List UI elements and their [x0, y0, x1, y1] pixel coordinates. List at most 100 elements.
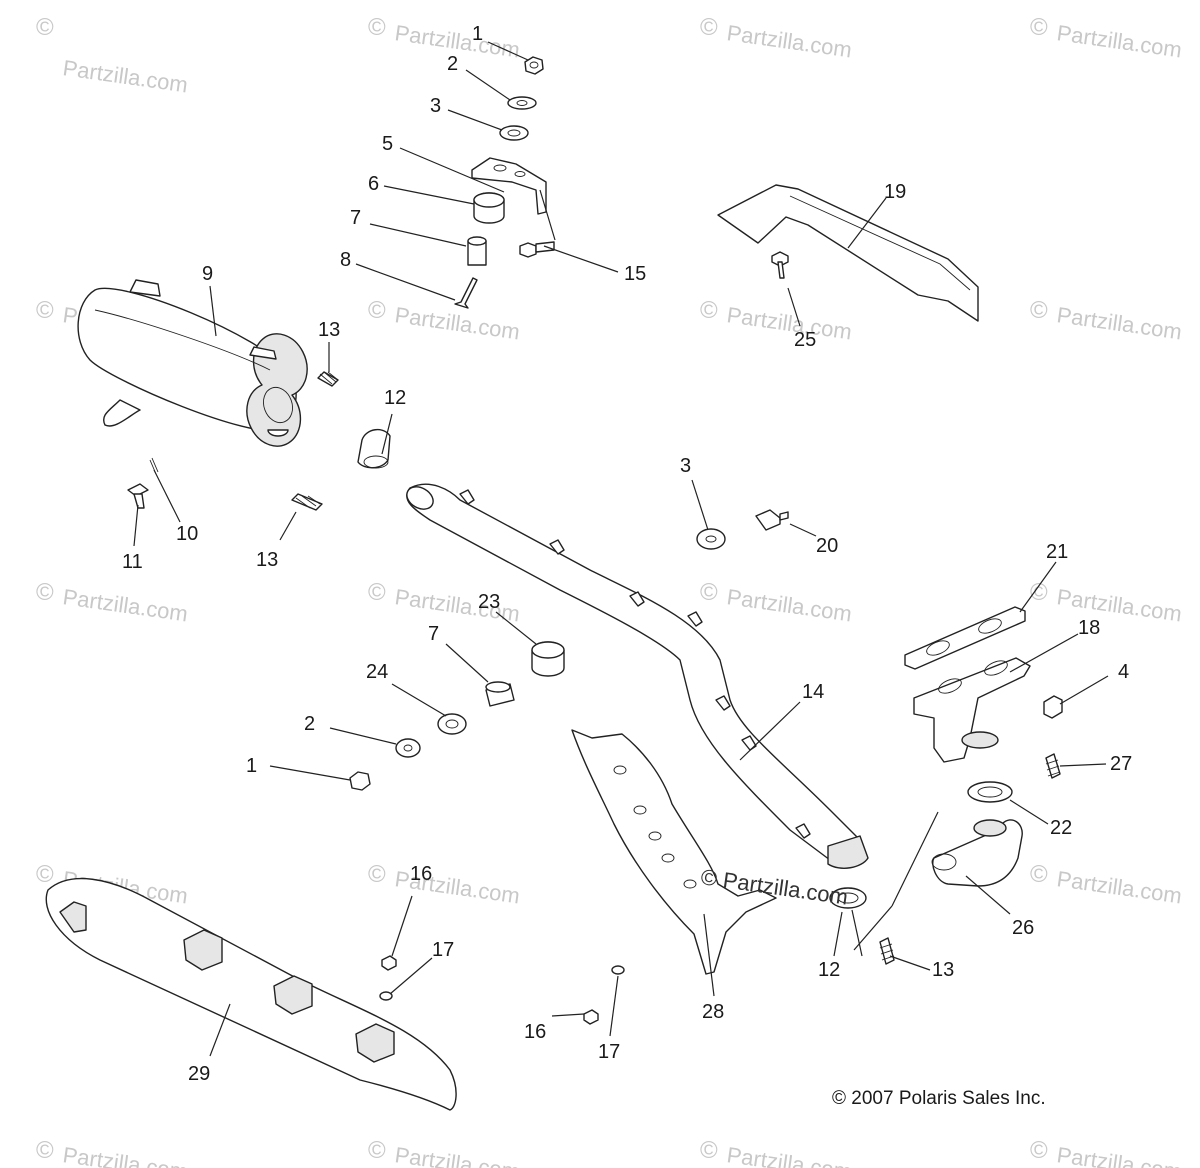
part-heat-shield-lower[interactable]: [45, 877, 457, 1111]
svg-text:©: ©: [368, 579, 386, 606]
callout-label: 27: [1110, 753, 1132, 775]
callout-label: 25: [794, 329, 816, 351]
part-spacer-lower[interactable]: [485, 681, 515, 707]
callout-label: 13: [932, 959, 954, 981]
part-head-pipe[interactable]: [403, 482, 869, 869]
part-grommet-top[interactable]: [499, 125, 529, 141]
svg-text:Partzilla.com: Partzilla.com: [725, 20, 853, 62]
part-spring-lower-right[interactable]: [879, 937, 895, 965]
part-gasket[interactable]: [904, 606, 1026, 670]
svg-text:©: ©: [36, 861, 54, 888]
svg-text:Partzilla.com: Partzilla.com: [61, 1142, 189, 1168]
callout-label: 15: [624, 263, 646, 285]
svg-text:©: ©: [1030, 14, 1048, 41]
callout-label: 17: [432, 939, 454, 961]
callout-label: 12: [384, 387, 406, 409]
svg-text:©: ©: [36, 1137, 54, 1164]
part-bolt-top[interactable]: [454, 277, 478, 309]
callout-label: 1: [246, 755, 257, 777]
part-bolt-mid[interactable]: [755, 509, 789, 531]
callout-labels: 1 2 3 5 6 7 8 15 9 13 12 10 11 13 3 20 1…: [122, 23, 1132, 1085]
part-spring-right[interactable]: [1045, 753, 1061, 779]
part-exhaust-manifold[interactable]: [913, 657, 1031, 763]
part-washer-lower[interactable]: [395, 738, 421, 758]
watermark: ©Partzilla.com: [368, 861, 521, 908]
callout-label: 17: [598, 1041, 620, 1063]
callout-label: 28: [702, 1001, 724, 1023]
part-muffler[interactable]: [77, 279, 308, 447]
part-nut-top[interactable]: [524, 56, 544, 75]
callout-label: 7: [350, 207, 361, 229]
part-bolt-shield[interactable]: [771, 251, 789, 279]
part-flange-bolt[interactable]: [519, 241, 555, 258]
callout-label: 9: [202, 263, 213, 285]
part-washer-top[interactable]: [507, 96, 537, 110]
part-bracket[interactable]: [471, 157, 547, 215]
part-stud[interactable]: [1043, 695, 1063, 719]
part-heat-shield-mid[interactable]: [571, 729, 777, 975]
callout-label: 12: [818, 959, 840, 981]
svg-text:©: ©: [36, 297, 54, 324]
svg-text:Partzilla.com: Partzilla.com: [393, 1142, 521, 1168]
callout-label: 13: [318, 319, 340, 341]
svg-text:©: ©: [700, 14, 718, 41]
watermark: ©Partzilla.com: [1030, 1137, 1183, 1168]
svg-text:©: ©: [1030, 861, 1048, 888]
svg-text:©: ©: [368, 14, 386, 41]
leader-lines: [133, 41, 1109, 1057]
part-spacer-top[interactable]: [467, 236, 487, 266]
callout-label: 10: [176, 523, 198, 545]
part-spring-upper[interactable]: [317, 371, 339, 387]
part-screw-16b[interactable]: [583, 1009, 599, 1025]
watermark: ©Partzilla.com: [368, 14, 521, 62]
watermark: ©Partzilla.com: [700, 579, 853, 626]
part-screw-16a[interactable]: [381, 955, 397, 971]
watermark: © Partzilla.com: [368, 1137, 521, 1168]
part-seal-ring-upper[interactable]: [357, 429, 391, 469]
svg-text:Partzilla.com: Partzilla.com: [725, 1142, 853, 1168]
callout-label: 2: [304, 713, 315, 735]
part-spring-lower[interactable]: [291, 493, 323, 511]
callout-label: 14: [802, 681, 824, 703]
part-isolator-lower[interactable]: [531, 641, 565, 677]
part-nut-lower[interactable]: [349, 771, 371, 791]
part-screw-small[interactable]: [127, 483, 149, 509]
callout-label: 21: [1046, 541, 1068, 563]
svg-text:©: ©: [368, 1137, 386, 1164]
svg-text:Partzilla.com: Partzilla.com: [1055, 584, 1183, 626]
svg-text:©: ©: [1030, 297, 1048, 324]
callout-label: 26: [1012, 917, 1034, 939]
svg-text:©: ©: [368, 861, 386, 888]
callout-label: 4: [1118, 661, 1129, 683]
callout-label: 6: [368, 173, 379, 195]
watermark: ©Partzilla.com: [1030, 14, 1183, 62]
callout-label: 18: [1078, 617, 1100, 639]
svg-text:©: ©: [700, 1137, 718, 1164]
part-washer-17b[interactable]: [611, 965, 625, 975]
part-elbow-pipe[interactable]: [931, 819, 1023, 887]
part-gasket-ring[interactable]: [967, 781, 1013, 803]
callout-label: 19: [884, 181, 906, 203]
part-grommet-mid[interactable]: [696, 528, 726, 550]
part-pin[interactable]: [149, 457, 159, 475]
svg-text:Partzilla.com: Partzilla.com: [393, 584, 521, 626]
copyright-text: © 2007 Polaris Sales Inc.: [832, 1088, 1046, 1109]
watermark: © Partzilla.com: [700, 14, 853, 62]
svg-text:Partzilla.com: Partzilla.com: [61, 55, 189, 97]
part-heat-shield-upper[interactable]: [717, 184, 979, 322]
callout-label: 2: [447, 53, 458, 75]
callout-label: 1: [472, 23, 483, 45]
callout-label: 16: [524, 1021, 546, 1043]
watermark: ©Partzilla.com: [700, 297, 853, 344]
callout-label: 3: [430, 95, 441, 117]
callout-label: 5: [382, 133, 393, 155]
part-seal-lower[interactable]: [829, 887, 867, 909]
part-grommet-lower[interactable]: [437, 713, 467, 735]
watermark: © Partzilla.com: [1030, 297, 1183, 344]
svg-text:Partzilla.com: Partzilla.com: [1055, 302, 1183, 344]
part-washer-17a[interactable]: [379, 991, 393, 1001]
callout-label: 13: [256, 549, 278, 571]
part-isolator[interactable]: [473, 192, 505, 224]
callout-label: 7: [428, 623, 439, 645]
